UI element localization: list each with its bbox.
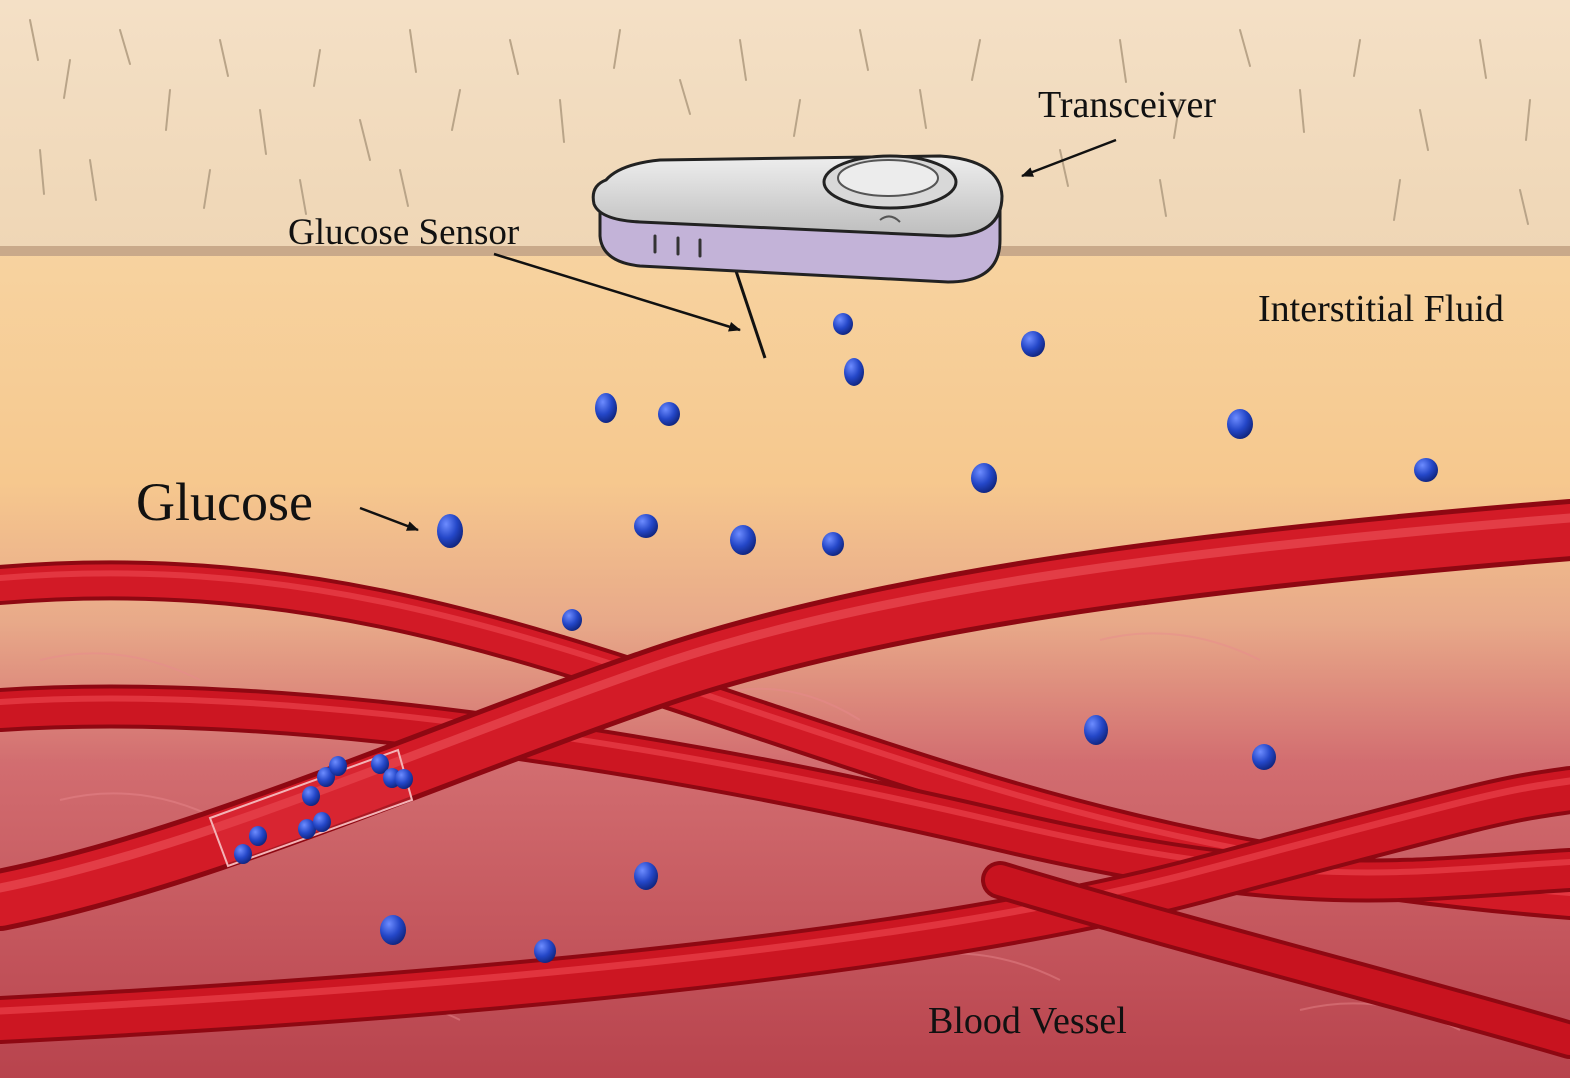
glucose-molecule-icon (1084, 715, 1108, 745)
glucose-molecule-icon (1227, 409, 1253, 439)
glucose-arrow (359, 506, 419, 532)
glucose-molecule-icon (562, 609, 582, 631)
glucose-sensor-label: Glucose Sensor (288, 212, 520, 253)
glucose-molecules (234, 313, 1438, 963)
glucose-molecule-icon (1252, 744, 1276, 770)
glucose-molecule-icon (844, 358, 864, 386)
glucose-molecule-icon (249, 826, 267, 846)
glucose-molecule-icon (234, 844, 252, 864)
glucose-molecule-icon (395, 769, 413, 789)
transceiver-label: Transceiver (1038, 84, 1216, 126)
glucose-molecule-icon (371, 754, 389, 774)
glucose-molecule-icon (329, 756, 347, 776)
cgm-transceiver-icon (591, 154, 1004, 284)
blood-vessels (0, 499, 1570, 1059)
glucose-molecule-icon (317, 767, 335, 787)
glucose-molecule-icon (298, 819, 316, 839)
glucose-molecule-icon (313, 812, 331, 832)
glucose-molecule-icon (634, 862, 658, 890)
glucose-molecule-icon (730, 525, 756, 555)
glucose-molecule-icon (534, 939, 556, 963)
glucose-sensor-arrow (493, 252, 741, 332)
glucose-molecule-icon (822, 532, 844, 556)
glucose-molecule-icon (380, 915, 406, 945)
glucose-molecule-icon (595, 393, 617, 423)
glucose-molecule-icon (302, 786, 320, 806)
blood-vessel-label: Blood Vessel (928, 1000, 1127, 1042)
glucose-molecule-icon (634, 514, 658, 538)
glucose-molecule-icon (833, 313, 853, 335)
glucose-label: Glucose (136, 472, 313, 532)
annotation-arrows (359, 138, 1117, 532)
transceiver-arrow (1021, 138, 1117, 178)
glucose-molecule-icon (658, 402, 680, 426)
skin-hair-strokes (29, 19, 1531, 225)
glucose-molecule-icon (1021, 331, 1045, 357)
glucose-molecule-icon (1414, 458, 1438, 482)
glucose-molecule-icon (971, 463, 997, 493)
glucose-molecule-icon (437, 514, 463, 548)
sensor-filament (733, 267, 767, 359)
interstitial-fluid-label: Interstitial Fluid (1258, 288, 1504, 330)
